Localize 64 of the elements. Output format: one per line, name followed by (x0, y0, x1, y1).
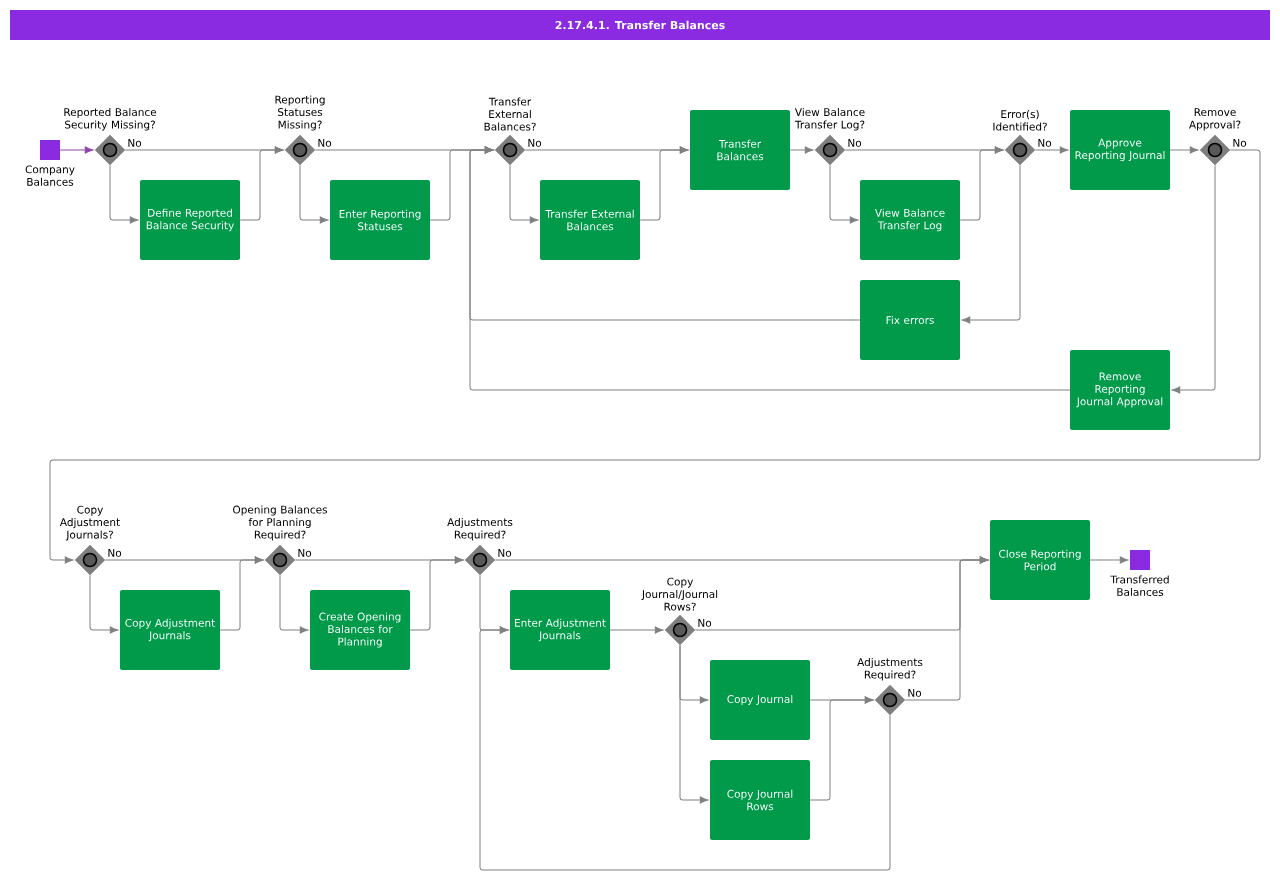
task-box: Remove Reporting Journal Approval (1070, 350, 1170, 430)
task-box: Transfer External Balances (540, 180, 640, 260)
task-box: Fix errors (860, 280, 960, 360)
arrow (829, 164, 859, 224)
task-box: Transfer Balances (690, 110, 790, 190)
gateway-label: Reporting Statuses Missing? (275, 95, 325, 131)
gateway-label: Copy Journal/Journal Rows? (641, 577, 718, 611)
task-box: Enter Reporting Statuses (330, 180, 430, 260)
arrow (1089, 556, 1129, 564)
edge-label: No (1036, 138, 1053, 148)
edge-label: No (316, 138, 333, 148)
edge-label: No (126, 138, 143, 148)
gateway-label: Adjustments Required? (857, 657, 923, 681)
arrow (639, 146, 689, 221)
arrow (1169, 146, 1199, 154)
gateway-label: Error(s) Identified? (993, 110, 1047, 131)
edge-label: No (526, 138, 543, 148)
arrow (809, 696, 874, 801)
gateway-label: Reported Balance Security Missing? (64, 107, 157, 131)
task-box: Enter Adjustment Journals (510, 590, 610, 670)
edge-label: No (846, 138, 863, 148)
edge-label: No (906, 688, 923, 698)
gateway-label: Adjustments Required? (447, 517, 513, 541)
gateway-label: Copy Adjustment Journals? (59, 505, 120, 541)
gateway-label: Remove Approval? (1189, 108, 1241, 131)
task-box: Approve Reporting Journal (1070, 110, 1170, 190)
arrow (59, 146, 94, 154)
edge-label: No (296, 548, 313, 558)
arrow (789, 146, 814, 154)
arrow (904, 556, 989, 701)
arrow (679, 644, 709, 804)
arrow (509, 164, 539, 224)
task-box: Copy Journal Rows (710, 760, 810, 840)
arrow (239, 146, 284, 221)
arrow (279, 574, 309, 634)
arrow (1171, 164, 1216, 394)
edge-label: No (496, 548, 513, 558)
arrow (89, 574, 119, 634)
arrow (409, 556, 464, 631)
arrow (109, 164, 139, 224)
arrow (219, 556, 264, 631)
gateway-label: View Balance Transfer Log? (794, 107, 865, 131)
arrow (609, 626, 664, 634)
arrow (469, 146, 1071, 391)
edge-label: No (696, 618, 713, 628)
edge-label: No (106, 548, 123, 558)
event-label: Company Balances (25, 165, 75, 186)
gateway-label: Transfer External Balances? (484, 97, 536, 131)
arrow (961, 164, 1021, 324)
arrow (49, 149, 1261, 564)
task-box: Copy Journal (710, 660, 810, 740)
title-bar: 2.17.4.1. Transfer Balances (10, 10, 1270, 40)
task-box: Copy Adjustment Journals (120, 590, 220, 670)
task-box: Define Reported Balance Security (140, 180, 240, 260)
arrow (1034, 146, 1069, 154)
event-label: Transferred Balances (1110, 575, 1169, 596)
task-box: Close Reporting Period (990, 520, 1090, 600)
task-box: Create Opening Balances for Planning (310, 590, 410, 670)
gateway-label: Opening Balances for Planning Required? (233, 505, 328, 541)
arrow (959, 146, 1004, 221)
arrow (299, 164, 329, 224)
edge-label: No (1231, 138, 1248, 148)
arrow (479, 626, 891, 871)
task-box: View Balance Transfer Log (860, 180, 960, 260)
